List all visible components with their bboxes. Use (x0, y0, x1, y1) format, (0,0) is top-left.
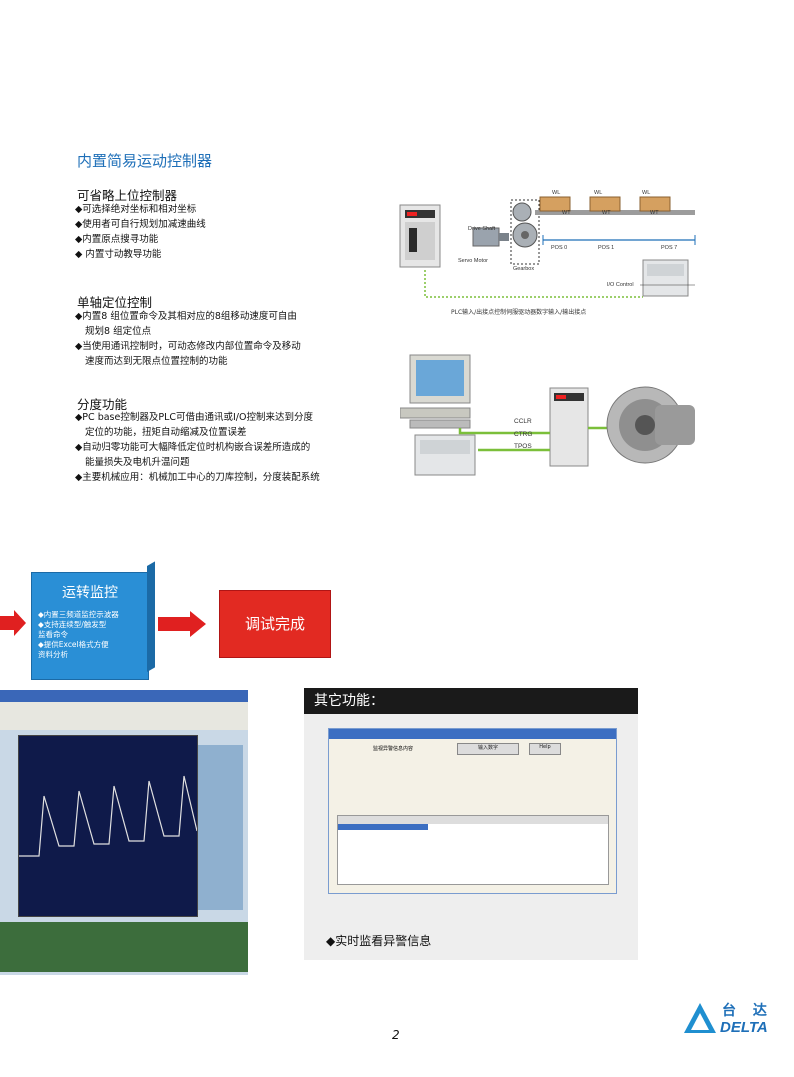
input-number-button[interactable]: 输入数字 (457, 743, 519, 755)
signal-label: CTRG (514, 431, 533, 438)
wt-label: WT (602, 210, 611, 216)
scope-software-screenshot (0, 690, 248, 975)
help-button[interactable]: Help (529, 743, 561, 755)
monitor-item: ◆内置三频道监控示波器 (38, 610, 119, 619)
section-title: 内置简易运动控制器 (77, 152, 213, 170)
flow-arrow-left (0, 610, 26, 636)
other-functions-panel: 其它功能： 监视异警信息内容 输入数字 Help ◆实时监看异警信息 (304, 688, 638, 960)
other-caption: ◆实时监看异警信息 (326, 934, 432, 948)
bullet-item: 规划8 组定位点 (85, 326, 152, 337)
logo-en: DELTA (720, 1019, 768, 1036)
bullet-list-2: ◆内置8 组位置命令及其相对应的8组移动速度可自由 规划8 组定位点 ◆当使用通… (75, 309, 301, 369)
positioning-diagram (399, 196, 696, 298)
servo-motor-label: Servo Motor (458, 258, 488, 264)
bullet-item: 定位的功能，扭矩自动缩减及位置误差 (85, 427, 247, 438)
bullet-item: 能量损失及电机升温问题 (85, 457, 190, 468)
table-row[interactable] (338, 824, 428, 830)
wt-label: WT (650, 210, 659, 216)
pos-label: POS 7 (661, 245, 678, 251)
bullet-item: ◆内置8 组位置命令及其相对应的8组移动速度可自由 (75, 311, 297, 322)
bullet-item: ◆自动归零功能可大幅降低定位时机构嵌合误差所造成的 (75, 442, 311, 453)
monitor-title: 运转监控 (62, 585, 118, 601)
monitor-box-side (147, 561, 155, 672)
alarm-table (337, 815, 609, 885)
diagram-caption: PLC输入/出接点控制伺服驱动器数字输入/输出接点 (451, 309, 587, 316)
flow-arrow-right (158, 611, 206, 637)
alarm-window-titlebar (329, 729, 616, 739)
scope-display (18, 735, 198, 917)
window-titlebar (0, 690, 248, 702)
bullet-list-1: ◆可选择绝对坐标和相对坐标 ◆使用者可自行规划加减速曲线 ◆内置原点搜寻功能 ◆… (75, 202, 206, 262)
logo-cn: 台 达 (722, 1003, 773, 1019)
wt-label: WT (562, 210, 571, 216)
wl-label: WL (642, 190, 651, 196)
heading-single-axis: 单轴定位控制 (77, 295, 153, 310)
toolbar (0, 702, 248, 730)
heading-indexing: 分度功能 (77, 397, 128, 412)
bullet-item: ◆当使用通讯控制时，可动态修改内部位置命令及移动 (75, 341, 301, 352)
bullet-item: 速度而达到无限点位置控制的功能 (85, 356, 228, 367)
field-label: 监视异警信息内容 (373, 746, 414, 752)
done-box: 调试完成 (219, 590, 331, 658)
bullet-list-3: ◆PC base控制器及PLC可借由通讯或I/O控制来达到分度 定位的功能，扭矩… (75, 410, 320, 485)
bullet-item: ◆主要机械应用：机械加工中心的刀库控制，分度装配系统 (75, 472, 320, 483)
bullet-item: ◆可选择绝对坐标和相对坐标 (75, 204, 197, 215)
heading-upper-controller: 可省略上位控制器 (77, 188, 178, 203)
drive-shaft-label: Drive Shaft (468, 226, 496, 232)
other-functions-title: 其它功能： (304, 688, 638, 714)
pos-label: POS 1 (598, 245, 615, 251)
monitor-item: ◆提供Excel格式方便 (38, 640, 109, 649)
done-label: 调试完成 (244, 615, 305, 633)
bullet-item: ◆PC base控制器及PLC可借由通讯或I/O控制来达到分度 (75, 412, 313, 423)
io-control-label: I/O Control (607, 282, 634, 288)
wl-label: WL (552, 190, 561, 196)
monitor-item: 资料分析 (38, 650, 68, 659)
indexing-diagram (400, 354, 695, 476)
monitor-item: 监看命令 (38, 630, 68, 639)
side-panel (198, 745, 243, 910)
bullet-item: ◆内置原点搜寻功能 (75, 234, 159, 245)
monitor-box: 运转监控 ◆内置三频道监控示波器 ◆支持连续型/触发型 监看命令 ◆提供Exce… (31, 572, 149, 680)
signal-label: TPOS (514, 443, 532, 450)
alarm-window: 监视异警信息内容 输入数字 Help (328, 728, 617, 894)
bullet-item: ◆使用者可自行规划加减速曲线 (75, 219, 206, 230)
delta-logo-icon (684, 1003, 716, 1033)
status-panel (0, 922, 248, 972)
monitor-item: ◆支持连续型/触发型 (38, 620, 107, 629)
bullet-item: ◆ 内置寸动教导功能 (75, 249, 162, 260)
pos-label: POS 0 (551, 245, 568, 251)
wl-label: WL (594, 190, 603, 196)
gearbox-label: Gearbox (513, 266, 535, 272)
page-number: 2 (392, 1028, 400, 1042)
signal-label: CCLR (514, 418, 532, 425)
